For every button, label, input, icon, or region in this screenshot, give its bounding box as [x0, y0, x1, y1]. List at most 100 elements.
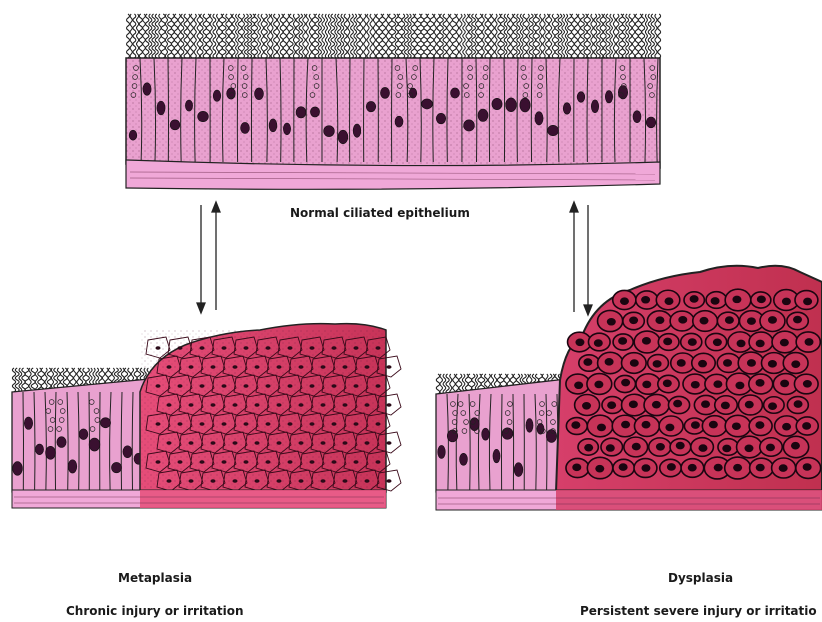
cilium	[293, 14, 295, 58]
nucleus	[803, 298, 812, 306]
nucleus	[299, 479, 304, 483]
cilium	[261, 14, 263, 58]
cilium	[274, 14, 277, 58]
cilium	[632, 14, 635, 58]
nucleus	[422, 99, 433, 109]
cilium	[507, 14, 510, 58]
cilium	[309, 14, 311, 58]
cilium	[450, 374, 452, 394]
nucleus	[68, 460, 77, 473]
nucleus	[111, 462, 121, 472]
cilium	[217, 14, 219, 58]
nucleus	[782, 423, 791, 431]
nucleus	[451, 88, 460, 98]
nucleus	[698, 360, 707, 368]
nucleus	[255, 365, 260, 369]
cilium	[213, 14, 216, 58]
nucleus	[200, 346, 205, 350]
cilium	[277, 14, 279, 58]
cilium	[312, 14, 315, 58]
nucleus	[460, 453, 468, 465]
nucleus	[310, 422, 315, 426]
cilium	[622, 14, 625, 58]
cilium	[280, 14, 283, 58]
nucleus	[548, 125, 559, 135]
nucleus	[688, 338, 697, 346]
nucleus	[709, 421, 718, 429]
cilium	[488, 14, 491, 58]
nucleus	[343, 479, 348, 483]
nucleus	[387, 441, 392, 445]
nucleus	[123, 446, 132, 458]
nucleus	[178, 460, 183, 464]
nucleus	[266, 422, 271, 426]
nucleus	[189, 365, 194, 369]
arrows-right	[570, 202, 592, 315]
cilium	[289, 14, 293, 58]
nucleus	[233, 365, 238, 369]
cilium	[364, 14, 366, 58]
nucleus	[387, 479, 392, 483]
nucleus	[354, 384, 359, 388]
nucleus	[233, 479, 238, 483]
cilium	[222, 14, 226, 58]
cilium	[29, 368, 31, 392]
cilium	[35, 368, 38, 392]
nucleus	[178, 346, 183, 350]
nucleus	[597, 424, 606, 432]
cilium	[447, 14, 449, 58]
nucleus	[167, 479, 172, 483]
cilium	[354, 14, 357, 58]
cilium	[437, 14, 440, 58]
cilium	[584, 14, 587, 58]
cilium	[174, 14, 177, 58]
nucleus	[607, 318, 616, 326]
dysplasia-cause-label: Persistent severe injury or irritatio	[580, 604, 817, 618]
nucleus	[288, 384, 293, 388]
cilium	[645, 14, 647, 58]
cell-boundary	[251, 58, 252, 162]
nucleus	[594, 339, 603, 347]
cilium	[137, 14, 139, 58]
nucleus	[514, 463, 523, 477]
cilium	[287, 14, 289, 58]
nucleus	[332, 460, 337, 464]
nucleus	[656, 443, 665, 451]
nucleus	[619, 463, 628, 471]
cilium	[219, 14, 222, 58]
cilium	[133, 14, 136, 58]
nucleus	[520, 98, 530, 112]
cilium	[191, 14, 194, 58]
nucleus	[376, 422, 381, 426]
nucleus	[732, 296, 741, 304]
cilium	[357, 14, 360, 58]
nucleus	[574, 381, 583, 389]
nucleus	[667, 463, 676, 471]
nucleus	[464, 120, 475, 131]
nucleus	[255, 88, 264, 100]
nucleus	[321, 441, 326, 445]
nucleus	[266, 460, 271, 464]
arrows-left	[197, 202, 220, 313]
cilium	[181, 14, 184, 58]
cilium	[376, 14, 379, 58]
nucleus	[768, 360, 777, 368]
nucleus	[57, 437, 66, 448]
nucleus	[244, 460, 249, 464]
nucleus	[768, 402, 777, 410]
nucleus	[211, 441, 216, 445]
cilium	[127, 14, 130, 58]
nucleus	[310, 346, 315, 350]
nucleus	[170, 120, 180, 130]
cilium	[325, 14, 327, 58]
cilium	[434, 14, 436, 58]
nucleus	[255, 441, 260, 445]
cilium	[351, 14, 354, 58]
cilium	[299, 14, 302, 58]
nucleus	[605, 91, 612, 103]
nucleus	[321, 365, 326, 369]
cilium	[19, 368, 22, 392]
nucleus	[782, 298, 791, 306]
nucleus	[167, 441, 172, 445]
nucleus	[366, 101, 376, 111]
